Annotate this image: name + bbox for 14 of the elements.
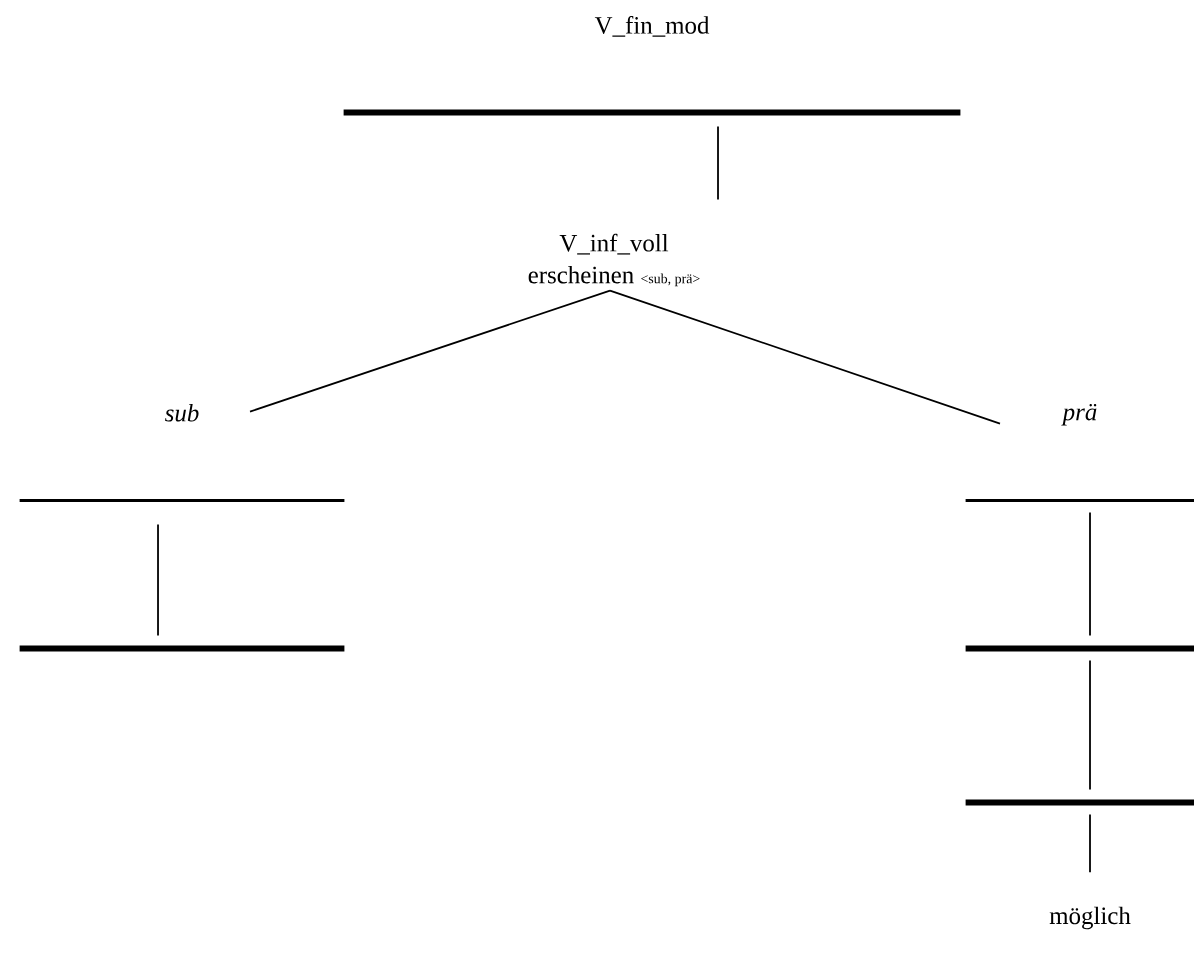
labelled-bar: V_fin_mod: [343, 16, 961, 116]
tree-line: [1089, 813, 1091, 874]
tree-line: [609, 289, 1001, 425]
slot-bar: [19, 645, 345, 652]
slot-bar: [965, 799, 1194, 806]
labelled-bar: sub: [19, 404, 345, 502]
tree-line: [717, 125, 719, 201]
tree-line: [1089, 511, 1091, 637]
tree-line: [157, 523, 159, 637]
slot-bar: [965, 645, 1194, 652]
labelled-bar: prä: [965, 404, 1194, 502]
tree-line: [1089, 659, 1091, 791]
word-label: möglich: [1049, 906, 1131, 930]
tree-line: [249, 289, 611, 413]
